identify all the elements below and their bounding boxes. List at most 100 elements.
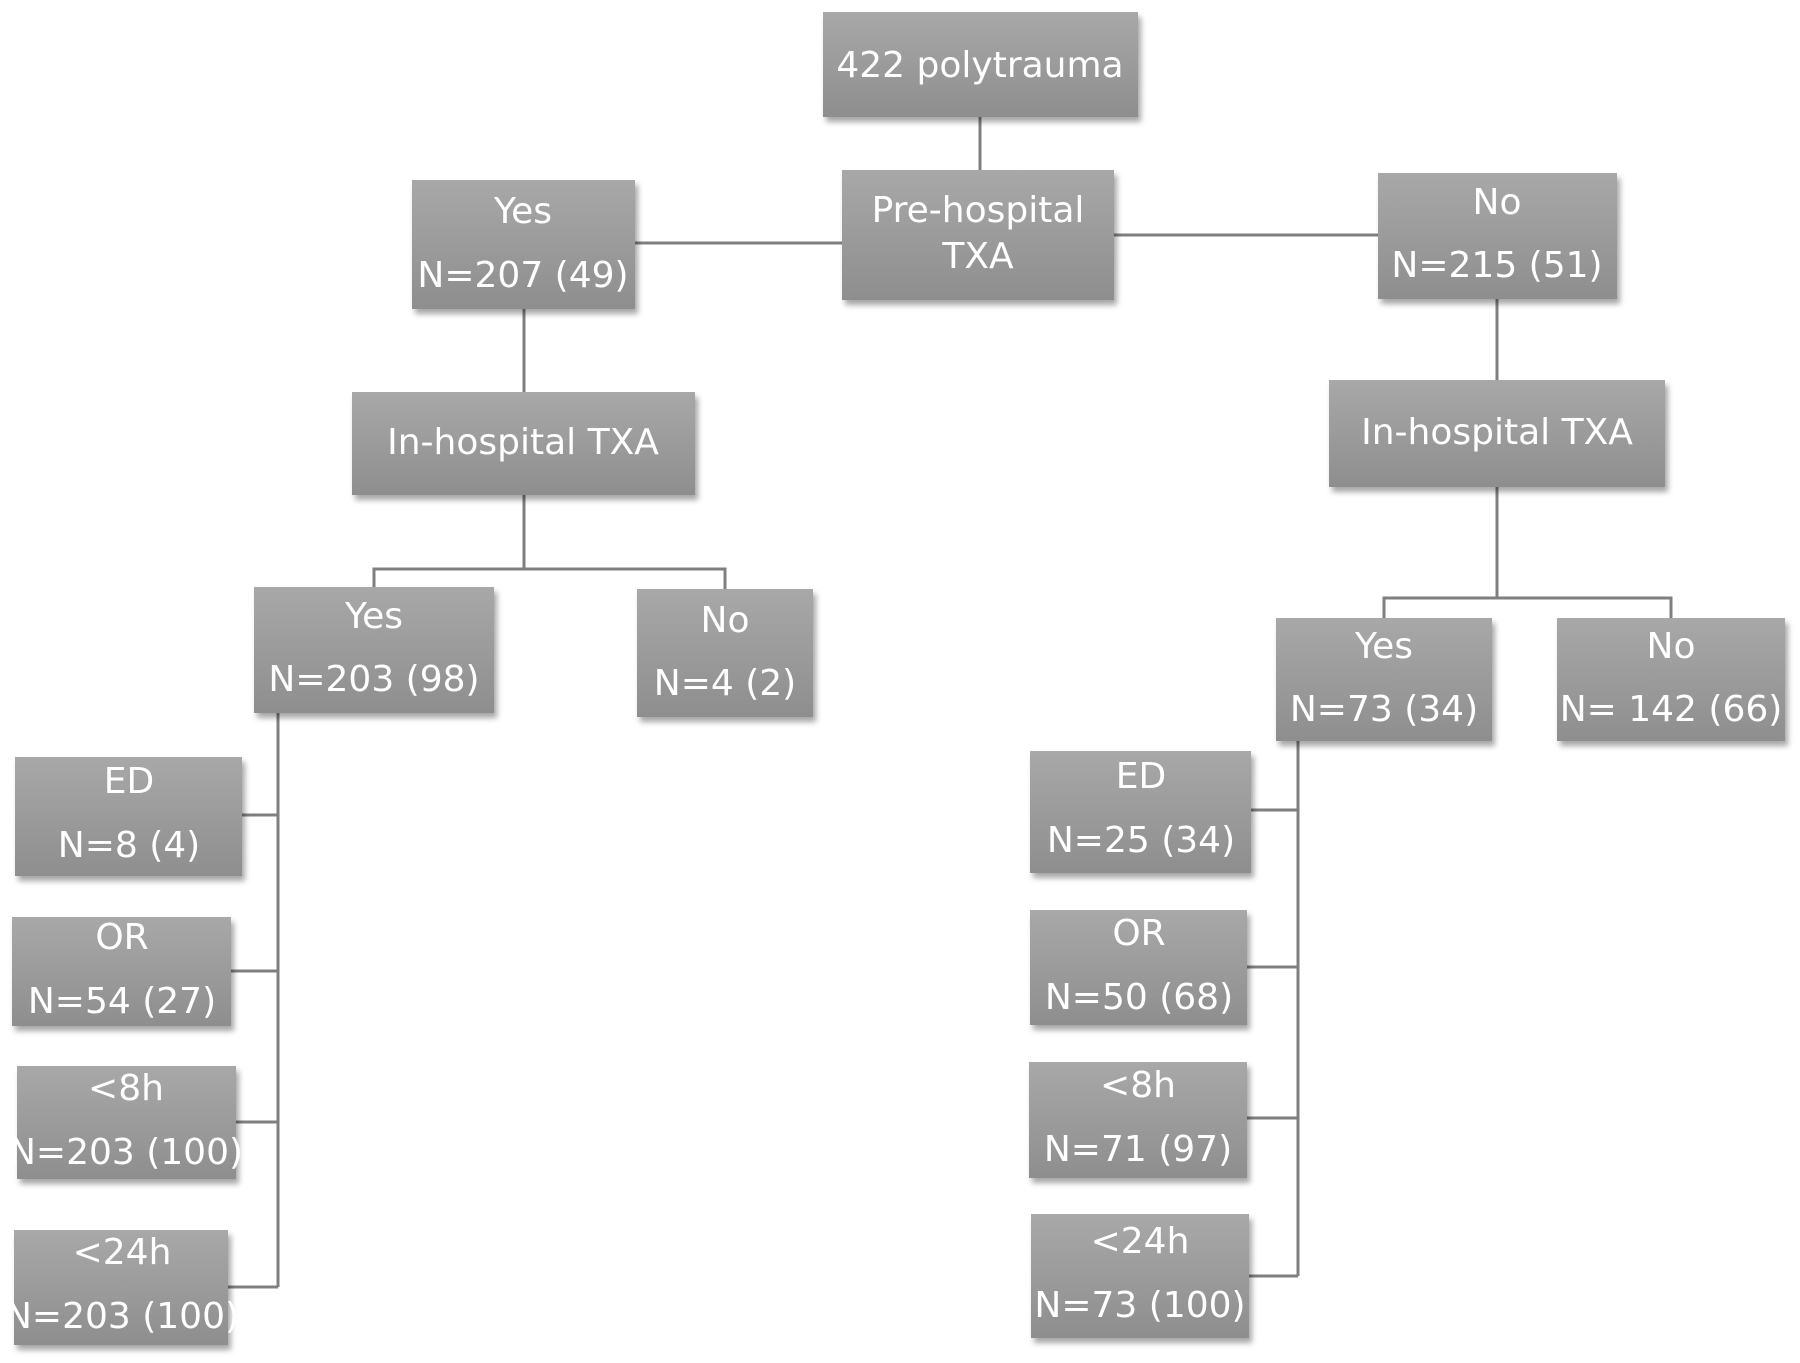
node-count: N=73 (34) [1290,689,1478,730]
svg-text:In-hospital TXA: In-hospital TXA [387,422,659,463]
svg-text:422 polytrauma: 422 polytrauma [836,45,1123,86]
node-left-ed: ED N=8 (4) [15,757,242,876]
svg-text:N=203 (98): N=203 (98) [268,659,479,700]
node-count: N=73 (100) [1034,1285,1245,1326]
node-left-lt24h: <24h N=203 (100) [5,1230,239,1345]
svg-text:<8h: <8h [88,1068,164,1109]
node-right-or: OR N=50 (68) [1030,910,1247,1025]
node-label: No [1647,626,1696,667]
node-count: N=203 (100) [5,1296,239,1337]
svg-text:N=73 (100): N=73 (100) [1034,1285,1245,1326]
svg-text:No: No [1473,182,1522,223]
svg-text:N=8 (4): N=8 (4) [58,825,200,866]
node-label: ED [1116,756,1166,797]
node-box [842,170,1114,300]
node-count: N=215 (51) [1391,245,1602,286]
node-inhospital-txa-left: In-hospital TXA [352,392,695,495]
connector-right-yes-children [1247,741,1300,1278]
node-label: Pre-hospital [872,190,1085,231]
node-right-ed: ED N=25 (34) [1030,751,1251,873]
node-left-or: OR N=54 (27) [12,917,231,1026]
svg-text:ED: ED [1116,756,1166,797]
connector-left-inhospital-split [372,495,727,589]
node-label: ED [104,761,154,802]
node-box [412,180,635,309]
node-left-inhospital-yes: Yes N=203 (98) [254,587,494,713]
node-box [1031,1214,1249,1338]
node-box [823,12,1138,117]
connector-left-yes-children [228,713,280,1289]
svg-text:N= 142 (66): N= 142 (66) [1560,689,1783,730]
node-label: Yes [493,191,552,232]
svg-text:N=50 (68): N=50 (68) [1045,977,1233,1018]
node-count: N=203 (100) [9,1132,243,1173]
node-count: N=25 (34) [1047,820,1235,861]
node-label: Yes [344,596,403,637]
svg-text:TXA: TXA [941,236,1014,277]
svg-text:Yes: Yes [1354,626,1413,667]
node-root: 422 polytrauma [823,12,1138,117]
node-box [254,587,494,713]
node-count: N=8 (4) [58,825,200,866]
node-box [15,757,242,876]
svg-text:N=25 (34): N=25 (34) [1047,820,1235,861]
connectors [228,117,1673,1289]
node-box [1276,618,1492,741]
node-label: 422 polytrauma [836,45,1123,86]
node-count: N=54 (27) [28,981,216,1022]
svg-text:OR: OR [1112,913,1165,954]
connector-right-inhospital-split [1382,487,1673,618]
node-box [1030,751,1251,873]
node-box [14,1230,228,1345]
node-box [1029,1062,1247,1178]
node-label: No [701,600,750,641]
node-right-lt8h: <8h N=71 (97) [1029,1062,1247,1178]
svg-text:N=4 (2): N=4 (2) [654,663,796,704]
svg-text:In-hospital TXA: In-hospital TXA [1361,412,1633,453]
node-label: <8h [88,1068,164,1109]
svg-text:N=215 (51): N=215 (51) [1391,245,1602,286]
svg-text:<24h: <24h [1091,1221,1190,1262]
node-box [352,392,695,495]
svg-text:<8h: <8h [1100,1065,1176,1106]
node-prehospital-yes: Yes N=207 (49) [412,180,635,309]
node-count: N=207 (49) [417,255,628,296]
node-inhospital-txa-right: In-hospital TXA [1329,380,1665,487]
node-left-lt8h: <8h N=203 (100) [9,1066,243,1179]
node-box [17,1066,236,1179]
svg-text:<24h: <24h [73,1232,172,1273]
node-box [1378,173,1617,299]
node-count: N=50 (68) [1045,977,1233,1018]
svg-text:N=71 (97): N=71 (97) [1044,1129,1232,1170]
node-box [12,917,231,1026]
svg-text:N=73 (34): N=73 (34) [1290,689,1478,730]
svg-text:Pre-hospital: Pre-hospital [872,190,1085,231]
node-label: No [1473,182,1522,223]
node-right-inhospital-yes: Yes N=73 (34) [1276,618,1492,741]
node-box [1557,618,1785,741]
svg-text:Yes: Yes [493,191,552,232]
node-left-inhospital-no: No N=4 (2) [637,589,813,717]
node-count: N=203 (98) [268,659,479,700]
node-label: In-hospital TXA [1361,412,1633,453]
node-label: <24h [73,1232,172,1273]
node-label: <8h [1100,1065,1176,1106]
svg-text:N=203 (100): N=203 (100) [5,1296,239,1337]
node-count: N= 142 (66) [1560,689,1783,730]
node-box [1329,380,1665,487]
node-count: N=4 (2) [654,663,796,704]
node-label: Yes [1354,626,1413,667]
svg-text:OR: OR [95,917,148,958]
node-count: N=71 (97) [1044,1129,1232,1170]
node-right-inhospital-no: No N= 142 (66) [1557,618,1785,741]
svg-text:No: No [1647,626,1696,667]
svg-text:Yes: Yes [344,596,403,637]
svg-text:ED: ED [104,761,154,802]
node-label: TXA [941,236,1014,277]
node-label: OR [95,917,148,958]
node-prehospital-no: No N=215 (51) [1378,173,1617,299]
node-box [637,589,813,717]
node-prehospital-txa: Pre-hospital TXA [842,170,1114,300]
node-right-lt24h: <24h N=73 (100) [1031,1214,1249,1338]
